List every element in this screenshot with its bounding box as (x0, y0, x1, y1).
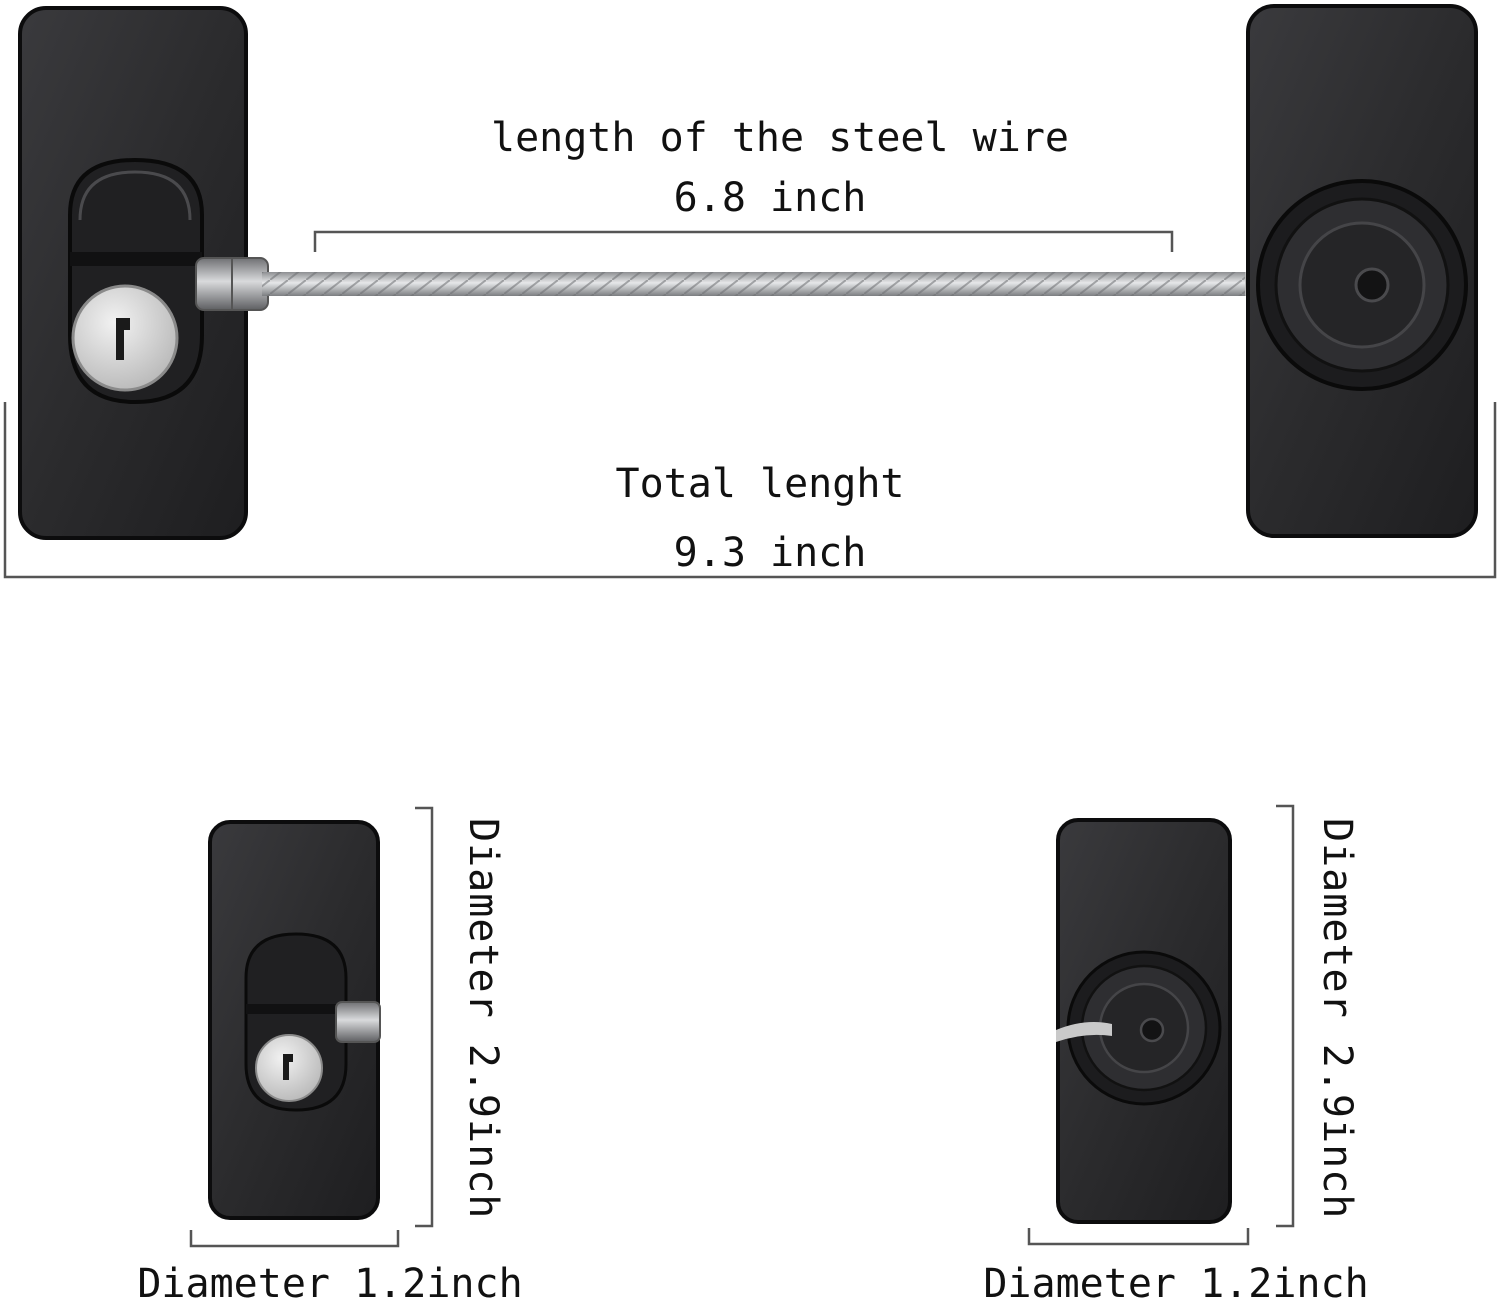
lock-height-bracket (415, 806, 434, 1228)
total-length-value: 9.3 inch (673, 530, 867, 576)
catch-height-label: Diameter 2.9inch (1314, 818, 1360, 1220)
catch-width-bracket (1027, 1228, 1250, 1246)
wire-length-value: 6.8 inch (673, 175, 867, 221)
catch-plate-front-view (1056, 818, 1232, 1224)
steel-wire-cable (195, 257, 1318, 311)
lock-width-label: Diameter 1.2inch (137, 1261, 523, 1307)
lock-width-bracket (189, 1230, 400, 1248)
lock-plate-front-view (208, 820, 381, 1220)
wire-length-label: length of the steel wire (491, 115, 1069, 161)
total-length-label: Total lenght (615, 461, 905, 507)
total-length-bracket (3, 402, 1497, 579)
catch-height-bracket (1276, 804, 1295, 1228)
wire-length-bracket (313, 230, 1174, 252)
right-catch-plate (1246, 4, 1478, 538)
catch-width-label: Diameter 1.2inch (983, 1261, 1369, 1307)
key-cylinder (71, 284, 179, 392)
lock-height-label: Diameter 2.9inch (460, 818, 506, 1220)
